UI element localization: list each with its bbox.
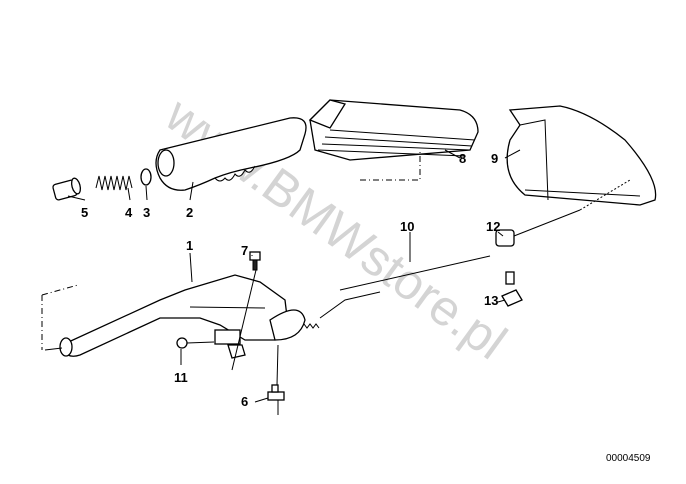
part-4-spring [95,175,133,191]
label-11: 11 [174,370,188,385]
label-13: 13 [484,293,498,308]
label-5: 5 [81,205,88,220]
label-1: 1 [186,238,193,253]
part-7-bolt [231,251,261,371]
label-4: 4 [125,205,133,220]
label-6: 6 [241,394,248,409]
label-8: 8 [459,151,466,166]
label-9: 9 [491,151,498,166]
label-3: 3 [143,205,150,220]
part-12-clip [495,179,631,247]
label-12: 12 [486,219,500,234]
part-2-grip [155,117,307,191]
part-6-clip [267,344,285,415]
part-1-lever [41,274,306,359]
part-9-trim [506,105,657,206]
part-8-boot [308,99,479,181]
part-13-bracket [501,271,523,307]
diagram-code: 00004509 [606,453,651,464]
part-11-nut [176,337,215,349]
part-3-washer [140,168,152,186]
label-7: 7 [241,243,248,258]
part-5-cap [52,177,82,201]
label-10: 10 [400,219,414,234]
label-2: 2 [186,205,193,220]
